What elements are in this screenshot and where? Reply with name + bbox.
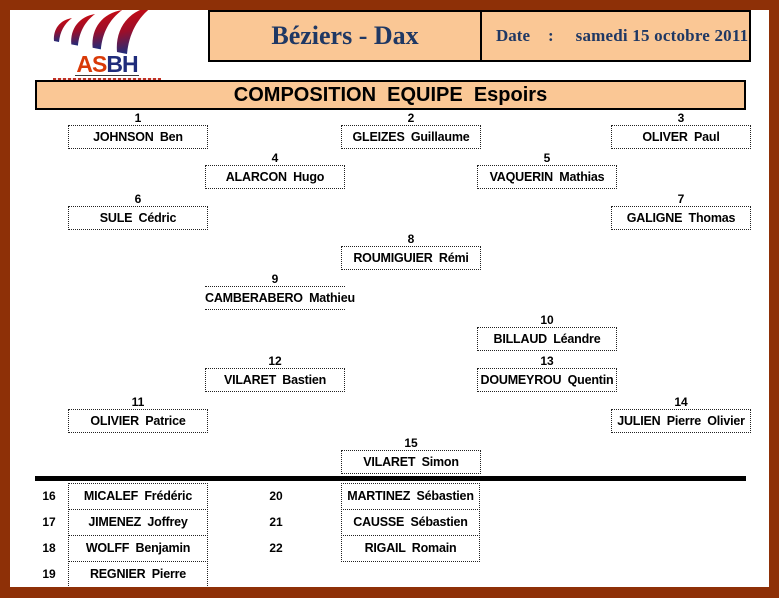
player-name-box: ALARCON Hugo	[205, 165, 345, 189]
asbh-wordmark-as: AS	[76, 51, 107, 77]
bench-name-box: MARTINEZ Sébastien	[341, 483, 480, 510]
player-9: 9 CAMBERABERO Mathieu	[205, 272, 355, 310]
date-colon: :	[547, 26, 554, 45]
bench-number-19: 19	[42, 567, 56, 581]
player-name-box: OLIVIER Patrice	[68, 409, 208, 433]
player-name-box: VILARET Bastien	[205, 368, 345, 392]
player-number: 7	[677, 192, 685, 206]
player-name-box: CAMBERABERO Mathieu	[205, 286, 355, 310]
player-number: 12	[268, 354, 282, 368]
player-13: 13 DOUMEYROU Quentin	[477, 354, 617, 392]
match-title: Béziers - Dax	[271, 21, 419, 50]
player-number: 4	[271, 151, 279, 165]
player-name-box: GLEIZES Guillaume	[341, 125, 481, 149]
player-number: 5	[543, 151, 551, 165]
asbh-logo: ASBH	[42, 6, 172, 82]
player-name-box: JOHNSON Ben	[68, 125, 208, 149]
player-number: 3	[677, 111, 685, 125]
player-number: 15	[404, 436, 418, 450]
player-15: 15 VILARET Simon	[341, 436, 481, 474]
player-8: 8 ROUMIGUIER Rémi	[341, 232, 481, 270]
bench-name-box: CAUSSE Sébastien	[341, 509, 480, 536]
player-number: 8	[407, 232, 415, 246]
bench-name-box: RIGAIL Romain	[341, 535, 480, 562]
player-1: 1 JOHNSON Ben	[68, 111, 208, 149]
bench-number-21: 21	[269, 515, 283, 529]
bench-number-18: 18	[42, 541, 56, 555]
player-7: 7 GALIGNE Thomas	[611, 192, 751, 230]
player-name-box: VILARET Simon	[341, 450, 481, 474]
player-number: 9	[271, 272, 279, 286]
date-label: Date	[496, 26, 530, 45]
player-name-box: ROUMIGUIER Rémi	[341, 246, 481, 270]
bench-name-box: WOLFF Benjamin	[68, 535, 208, 562]
player-6: 6 SULE Cédric	[68, 192, 208, 230]
player-11: 11 OLIVIER Patrice	[68, 395, 208, 433]
bench-number-17: 17	[42, 515, 56, 529]
date-value: samedi 15 octobre 2011	[575, 26, 749, 45]
player-4: 4 ALARCON Hugo	[205, 151, 345, 189]
match-date-cell: Date : samedi 15 octobre 2011	[482, 12, 749, 60]
player-3: 3 OLIVER Paul	[611, 111, 751, 149]
player-name-box: OLIVER Paul	[611, 125, 751, 149]
player-name-box: BILLAUD Léandre	[477, 327, 617, 351]
player-name-box: DOUMEYROU Quentin	[477, 368, 617, 392]
player-number: 6	[134, 192, 142, 206]
match-title-cell: Béziers - Dax	[210, 12, 480, 60]
bench-number-16: 16	[42, 489, 56, 503]
player-number: 2	[407, 111, 415, 125]
player-12: 12 VILARET Bastien	[205, 354, 345, 392]
player-name-box: JULIEN Pierre Olivier	[611, 409, 751, 433]
bench-number-22: 22	[269, 541, 283, 555]
player-number: 14	[674, 395, 688, 409]
bench-name-box: REGNIER Pierre	[68, 561, 208, 588]
player-number: 11	[131, 395, 145, 409]
bench-name-box: JIMENEZ Joffrey	[68, 509, 208, 536]
player-number: 13	[540, 354, 554, 368]
bench-number-20: 20	[269, 489, 283, 503]
asbh-wordmark-bh: BH	[106, 51, 138, 77]
player-number: 1	[134, 111, 142, 125]
bench-name-box: MICALEF Frédéric	[68, 483, 208, 510]
player-2: 2 GLEIZES Guillaume	[341, 111, 481, 149]
section-title: COMPOSITION EQUIPE Espoirs	[35, 80, 746, 110]
player-name-box: GALIGNE Thomas	[611, 206, 751, 230]
player-number: 10	[540, 313, 554, 327]
bench-separator-bar	[35, 476, 746, 481]
player-name-box: SULE Cédric	[68, 206, 208, 230]
asbh-claws-icon	[53, 6, 153, 54]
player-5: 5 VAQUERIN Mathias	[477, 151, 617, 189]
player-name-box: VAQUERIN Mathias	[477, 165, 617, 189]
player-10: 10 BILLAUD Léandre	[477, 313, 617, 351]
header-divider	[480, 12, 482, 60]
asbh-wordmark: ASBH	[75, 51, 139, 77]
match-header: Béziers - Dax Date : samedi 15 octobre 2…	[208, 10, 751, 62]
player-14: 14 JULIEN Pierre Olivier	[611, 395, 751, 433]
